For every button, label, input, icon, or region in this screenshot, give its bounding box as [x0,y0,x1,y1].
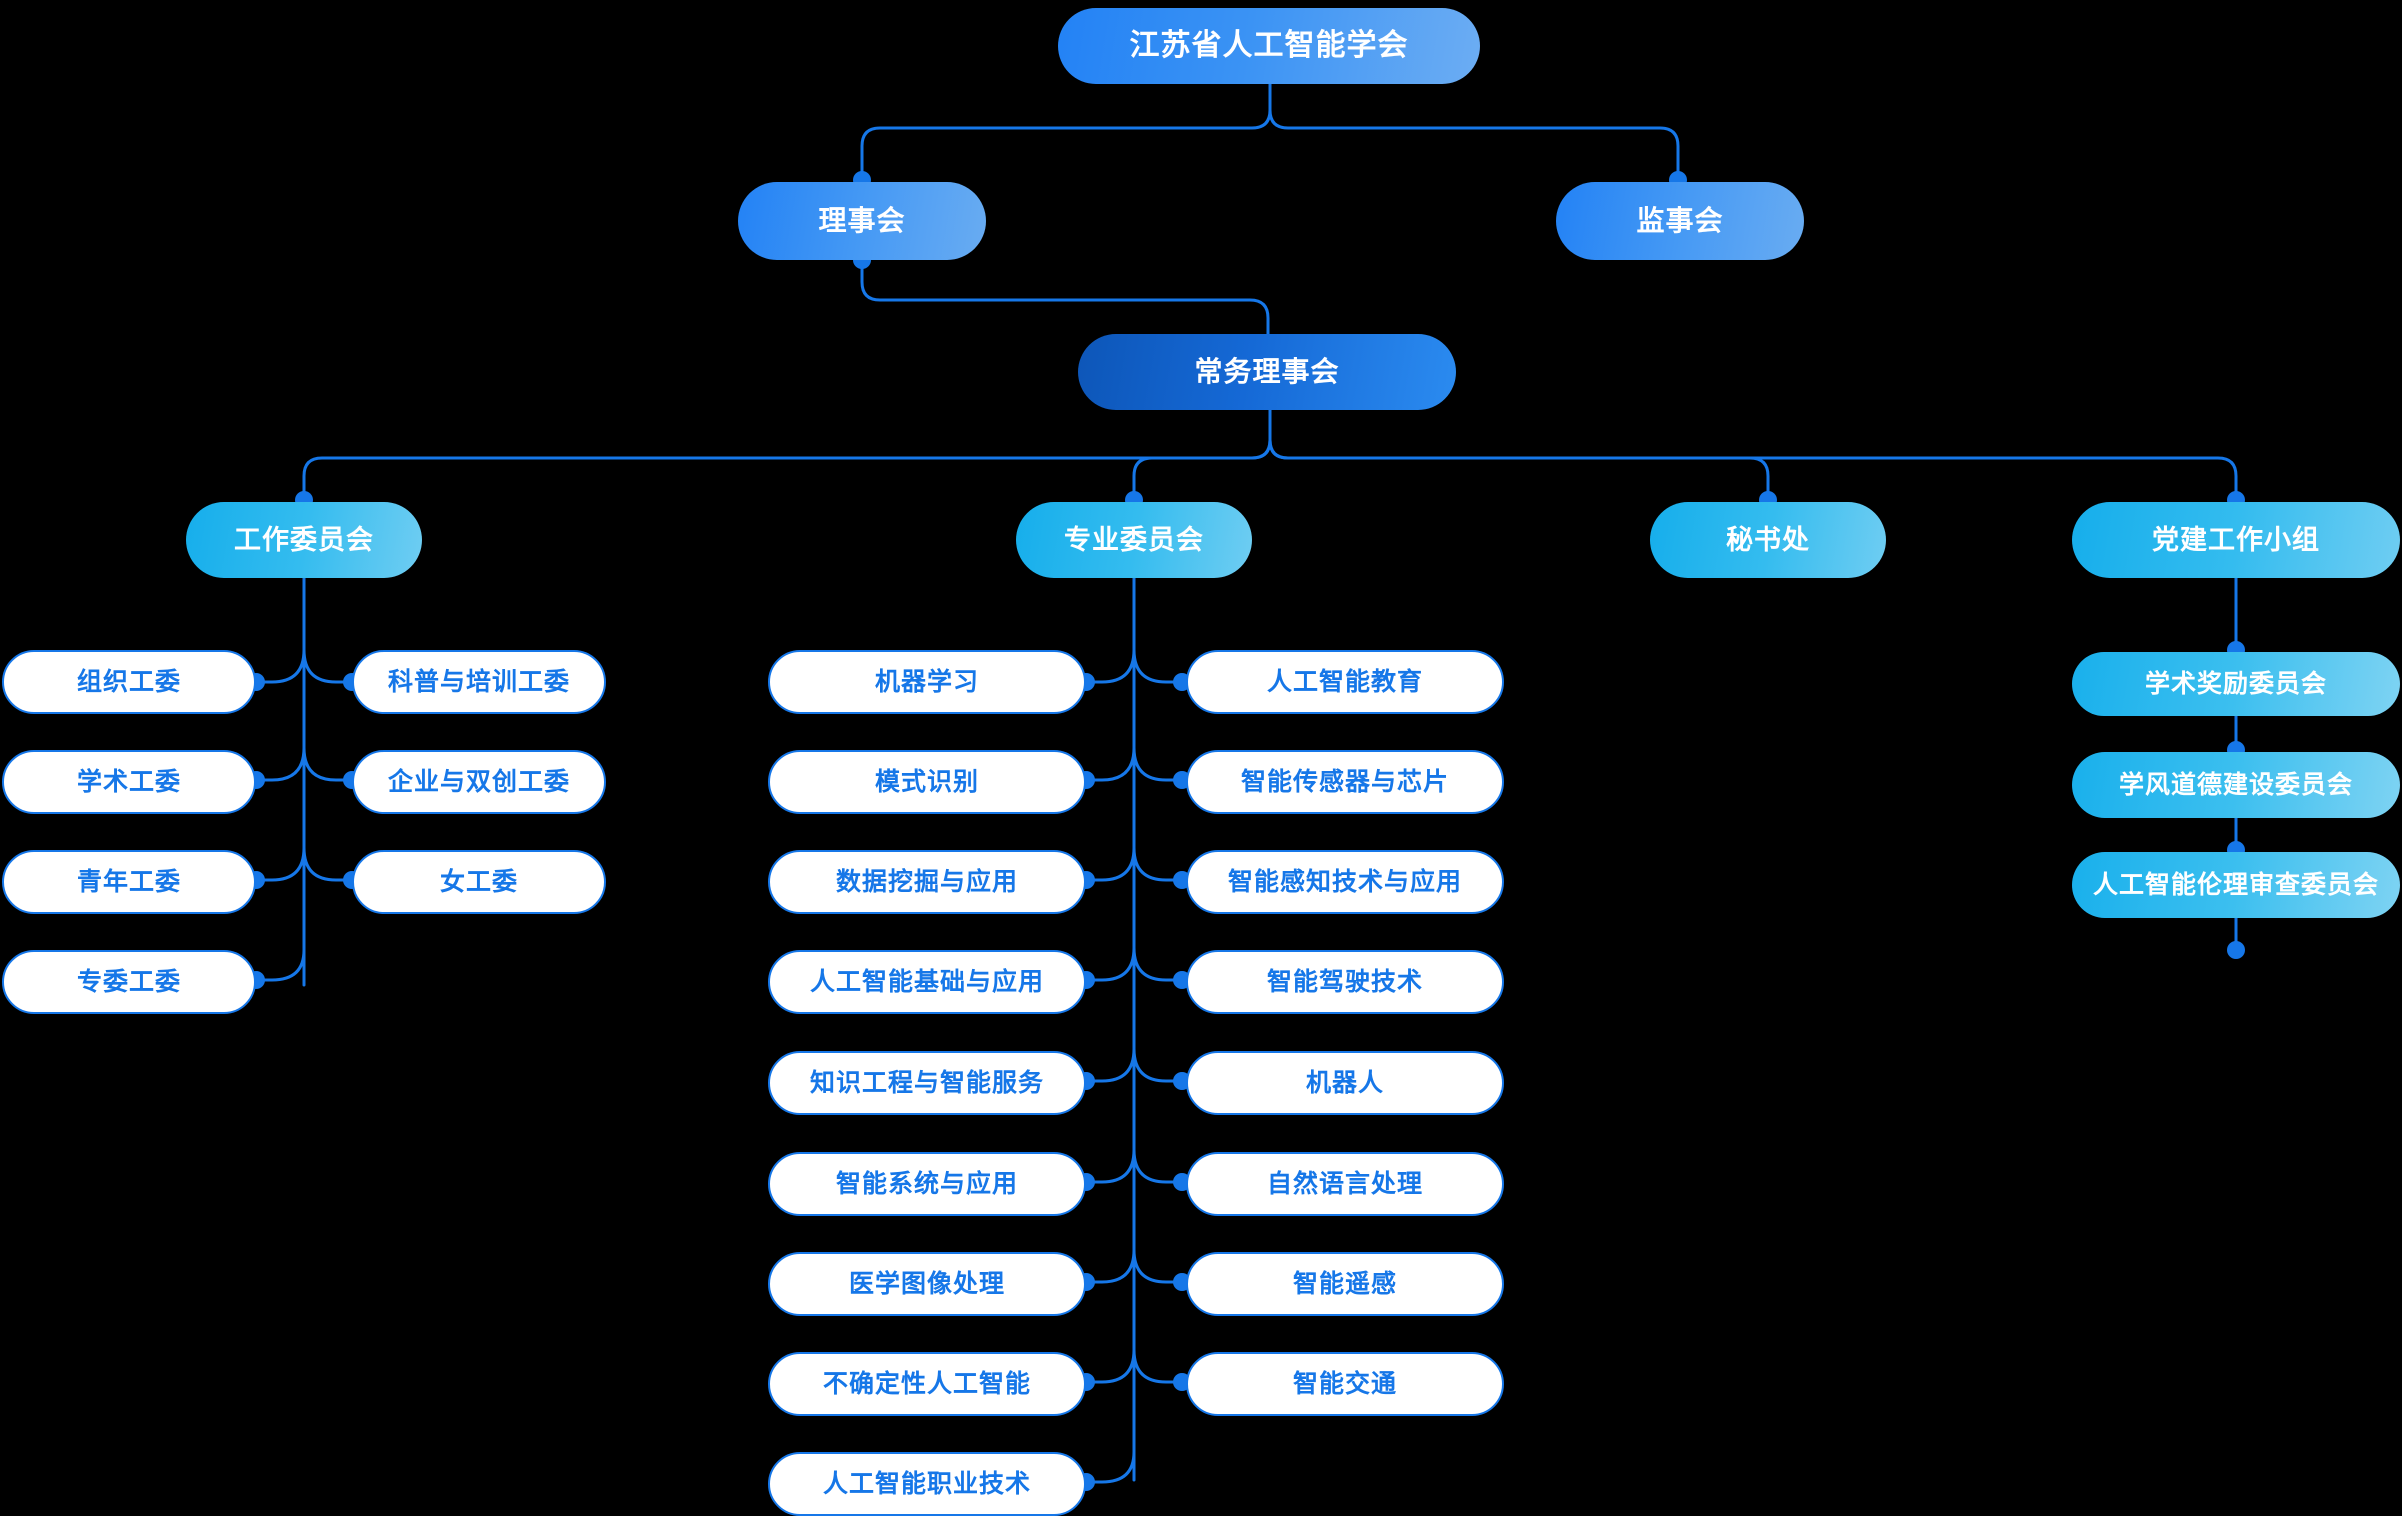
node-academic-ethics-committee[interactable]: 学风道德建设委员会 [2072,752,2400,818]
leaf-work-youth[interactable]: 青年工委 [2,850,256,914]
leaf-pro-ai-education[interactable]: 人工智能教育 [1186,650,1504,714]
leaf-pro-data-mining[interactable]: 数据挖掘与应用 [768,850,1086,914]
leaf-pro-pattern-recognition[interactable]: 模式识别 [768,750,1086,814]
leaf-pro-ai-foundations[interactable]: 人工智能基础与应用 [768,950,1086,1014]
node-party-building-group[interactable]: 党建工作小组 [2072,502,2400,578]
leaf-work-enterprise[interactable]: 企业与双创工委 [352,750,606,814]
node-standing-council[interactable]: 常务理事会 [1078,334,1456,410]
node-ai-ethics-review-committee[interactable]: 人工智能伦理审查委员会 [2072,852,2400,918]
leaf-work-women[interactable]: 女工委 [352,850,606,914]
leaf-work-organization[interactable]: 组织工委 [2,650,256,714]
leaf-work-special[interactable]: 专委工委 [2,950,256,1014]
leaf-pro-remote-sensing[interactable]: 智能遥感 [1186,1252,1504,1316]
leaf-pro-knowledge-engineering[interactable]: 知识工程与智能服务 [768,1051,1086,1115]
leaf-pro-robotics[interactable]: 机器人 [1186,1051,1504,1115]
node-board-of-directors[interactable]: 理事会 [738,182,986,260]
node-root-society[interactable]: 江苏省人工智能学会 [1058,8,1480,84]
leaf-pro-intelligent-systems[interactable]: 智能系统与应用 [768,1152,1086,1216]
node-professional-committee[interactable]: 专业委员会 [1016,502,1252,578]
leaf-pro-perception-tech[interactable]: 智能感知技术与应用 [1186,850,1504,914]
node-secretariat[interactable]: 秘书处 [1650,502,1886,578]
leaf-pro-medical-imaging[interactable]: 医学图像处理 [768,1252,1086,1316]
node-academic-award-committee[interactable]: 学术奖励委员会 [2072,652,2400,716]
node-work-committee[interactable]: 工作委员会 [186,502,422,578]
leaf-pro-intelligent-transport[interactable]: 智能交通 [1186,1352,1504,1416]
leaf-work-science-popularization[interactable]: 科普与培训工委 [352,650,606,714]
leaf-pro-nlp[interactable]: 自然语言处理 [1186,1152,1504,1216]
leaf-pro-machine-learning[interactable]: 机器学习 [768,650,1086,714]
leaf-pro-uncertain-ai[interactable]: 不确定性人工智能 [768,1352,1086,1416]
leaf-work-academic[interactable]: 学术工委 [2,750,256,814]
node-board-of-supervisors[interactable]: 监事会 [1556,182,1804,260]
leaf-pro-intelligent-driving[interactable]: 智能驾驶技术 [1186,950,1504,1014]
leaf-pro-vocational-tech[interactable]: 人工智能职业技术 [768,1452,1086,1516]
leaf-pro-sensors-chips[interactable]: 智能传感器与芯片 [1186,750,1504,814]
